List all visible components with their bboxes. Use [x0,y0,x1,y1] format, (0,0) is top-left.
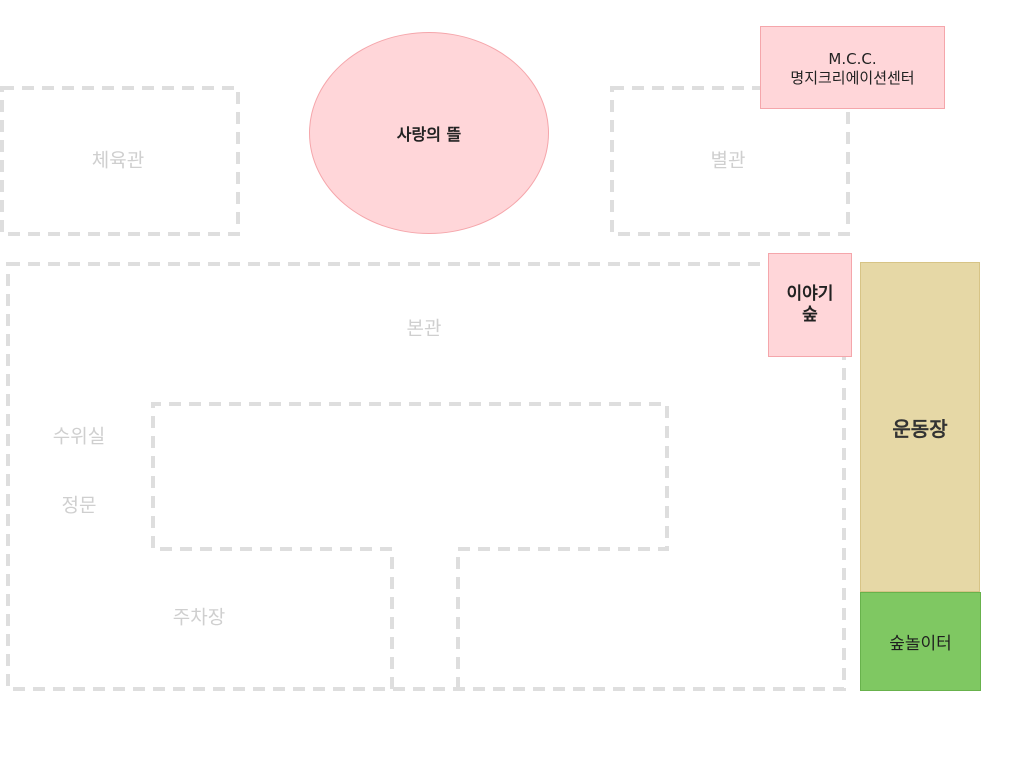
playground-area[interactable]: 운동장 [860,262,980,592]
annex-outline [610,86,850,236]
story-forest-area[interactable]: 이야기 숲 [768,253,852,357]
gym-label: 체육관 [92,150,144,172]
gym-outline [0,86,240,236]
courtyard-outline [151,402,669,689]
forest-playground-label: 숲놀이터 [889,634,952,654]
playground-label: 운동장 [892,416,948,441]
main-building-label: 본관 [407,318,442,340]
mcc-abbreviation: M.C.C. [828,49,877,68]
guard-room-label: 수위실 [53,426,105,448]
main-building-outline [6,262,846,691]
love-garden-area[interactable]: 사랑의 뜰 [309,32,549,234]
story-forest-label: 이야기 숲 [786,284,834,325]
parking-label: 주차장 [173,607,225,629]
annex-label: 별관 [711,150,746,172]
mcc-building[interactable]: M.C.C. 명지크리에이션센터 [760,26,945,109]
main-gate-label: 정문 [62,495,97,517]
love-garden-label: 사랑의 뜰 [396,125,462,144]
mcc-full-name: 명지크리에이션센터 [790,68,915,87]
forest-playground-area[interactable]: 숲놀이터 [860,592,981,691]
